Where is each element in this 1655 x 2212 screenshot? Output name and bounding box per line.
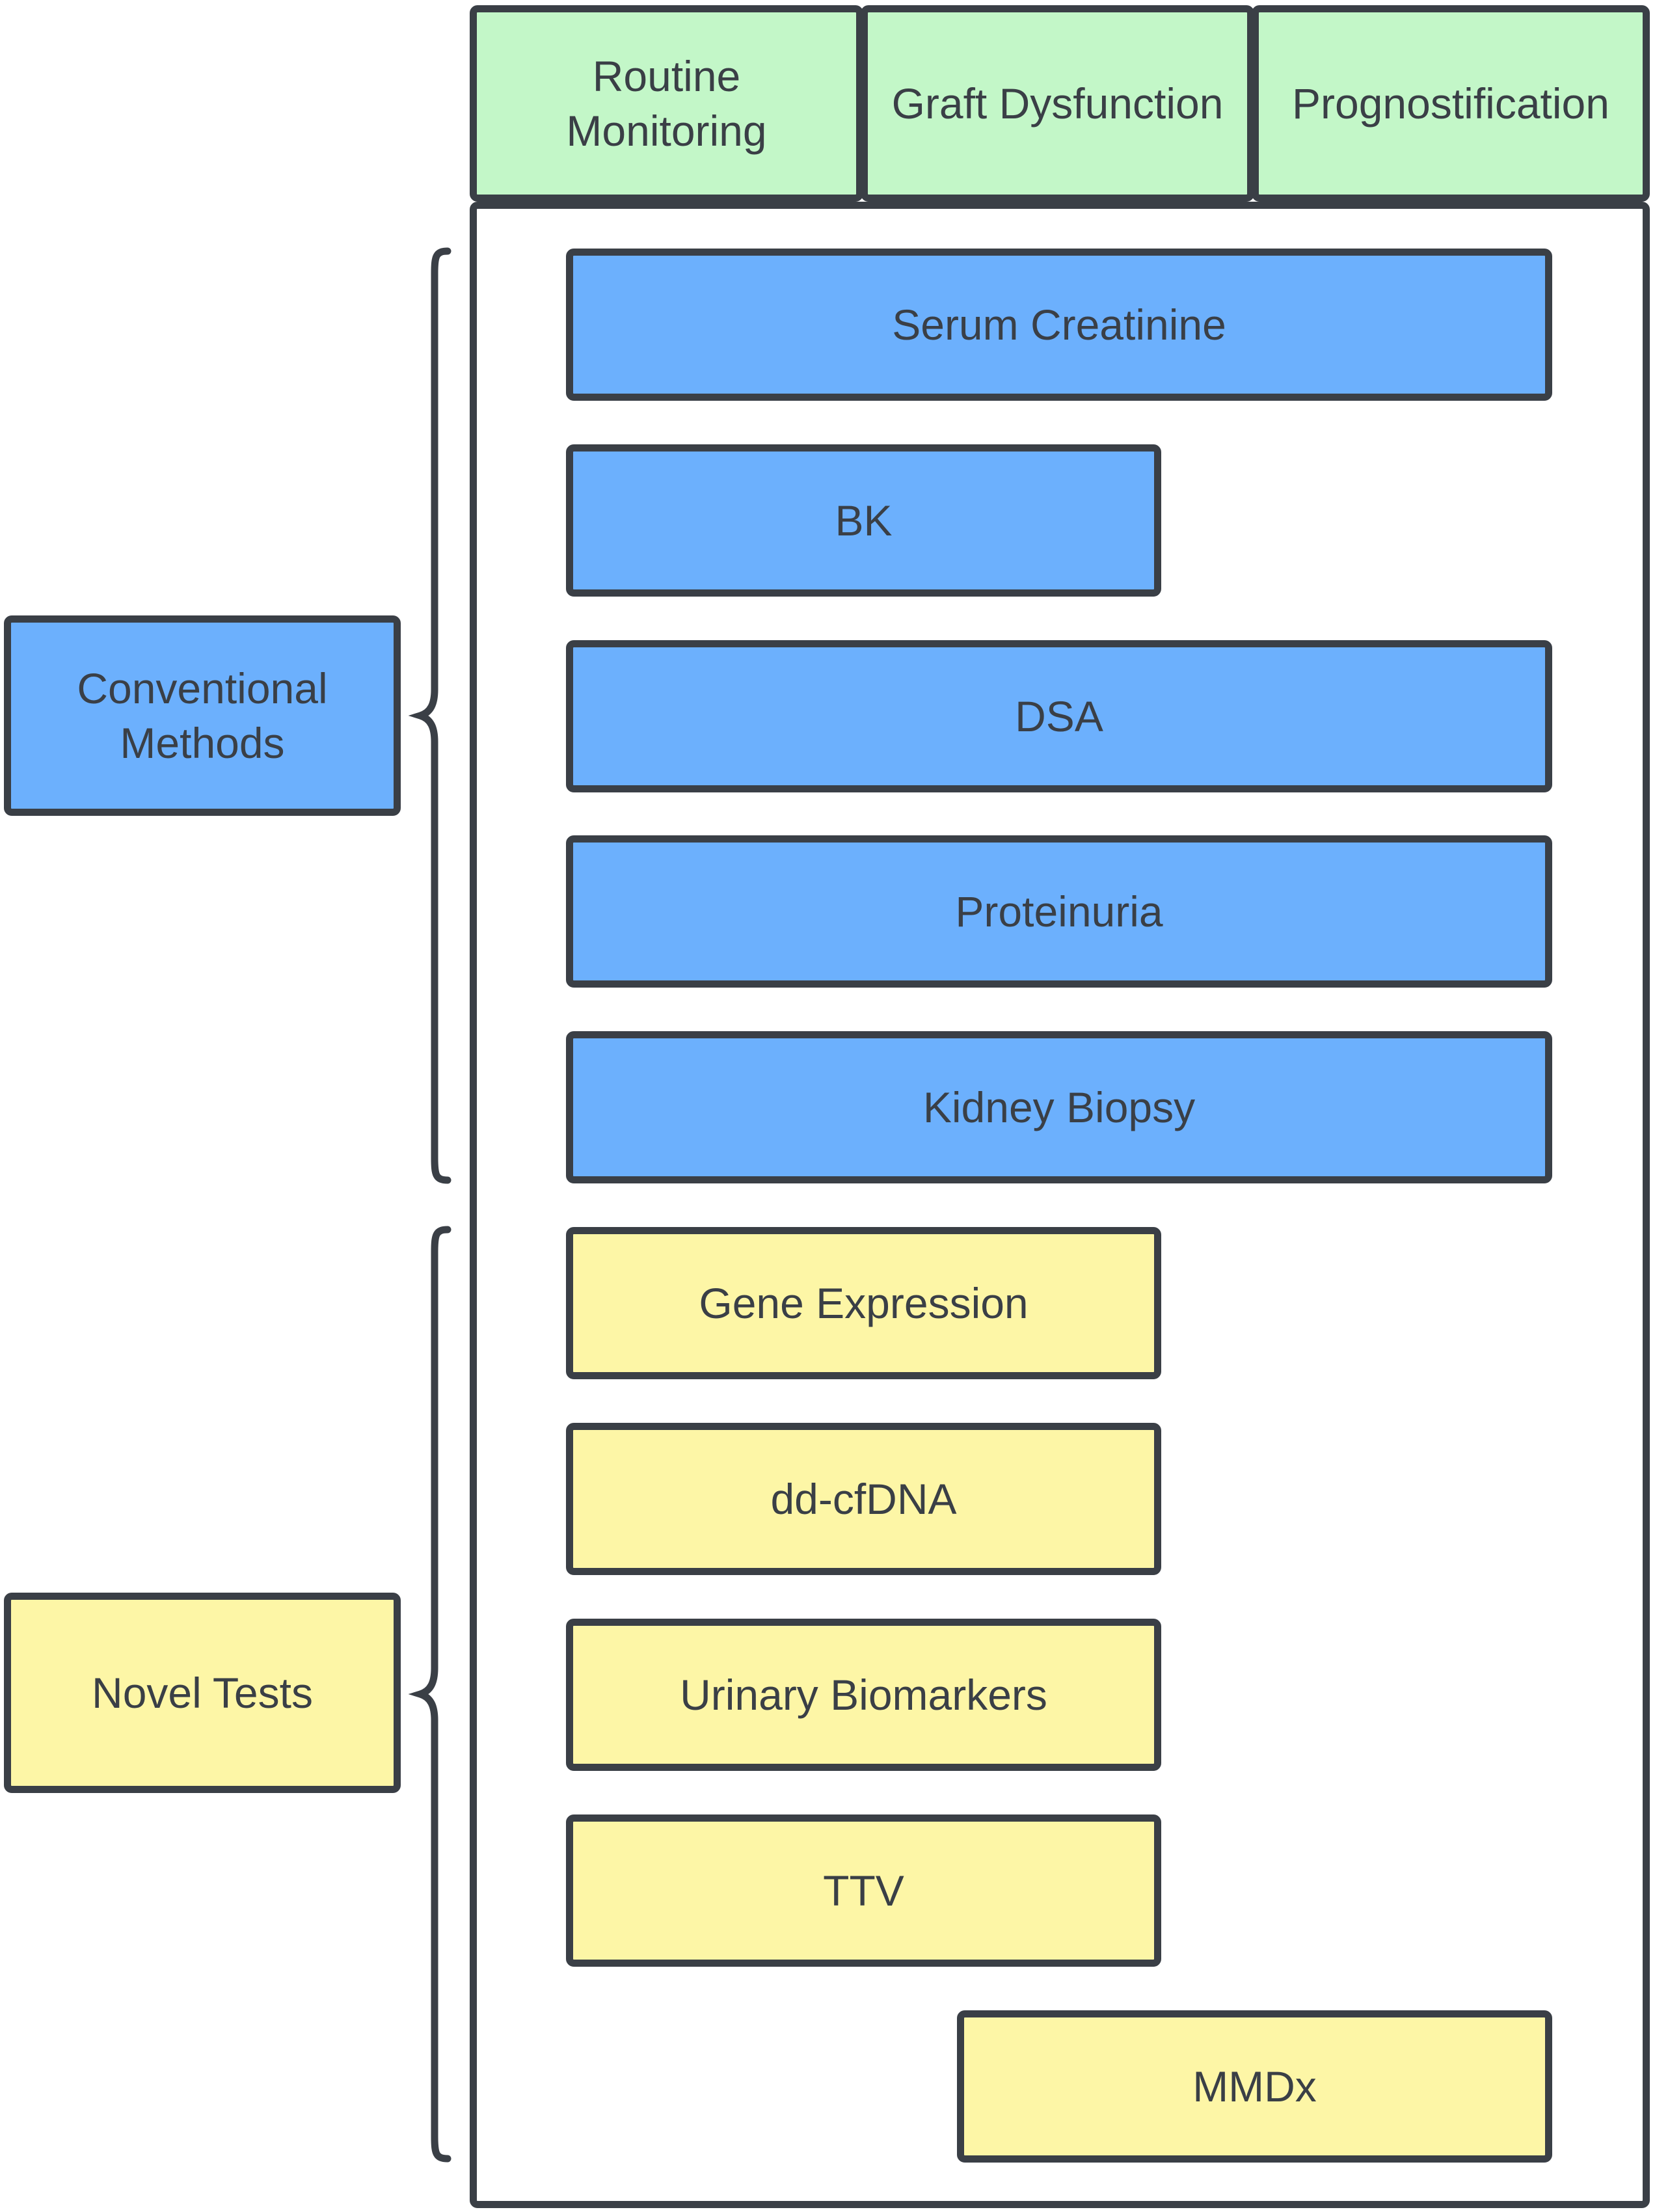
brace-conventional <box>408 247 451 1184</box>
bar-proteinuria: Proteinuria <box>566 835 1552 988</box>
bar-bk: BK <box>566 444 1161 597</box>
header-prognostification: Prognostification <box>1252 5 1650 202</box>
bar-dd-cfdna: dd-cfDNA <box>566 1423 1161 1575</box>
header-graft-dysfunction: Graft Dysfunction <box>861 5 1254 202</box>
group-novel-tests: Novel Tests <box>4 1593 401 1793</box>
bar-mmdx: MMDx <box>957 2010 1552 2163</box>
bar-serum-creatinine: Serum Creatinine <box>566 249 1552 401</box>
bar-gene-expression: Gene Expression <box>566 1227 1161 1379</box>
bar-ttv: TTV <box>566 1814 1161 1967</box>
bar-kidney-biopsy: Kidney Biopsy <box>566 1031 1552 1183</box>
header-routine-monitoring: Routine Monitoring <box>470 5 863 202</box>
bar-urinary-biomarkers: Urinary Biomarkers <box>566 1619 1161 1771</box>
brace-novel <box>408 1226 451 2163</box>
group-conventional-methods: Conventional Methods <box>4 615 401 816</box>
bar-dsa: DSA <box>566 640 1552 792</box>
